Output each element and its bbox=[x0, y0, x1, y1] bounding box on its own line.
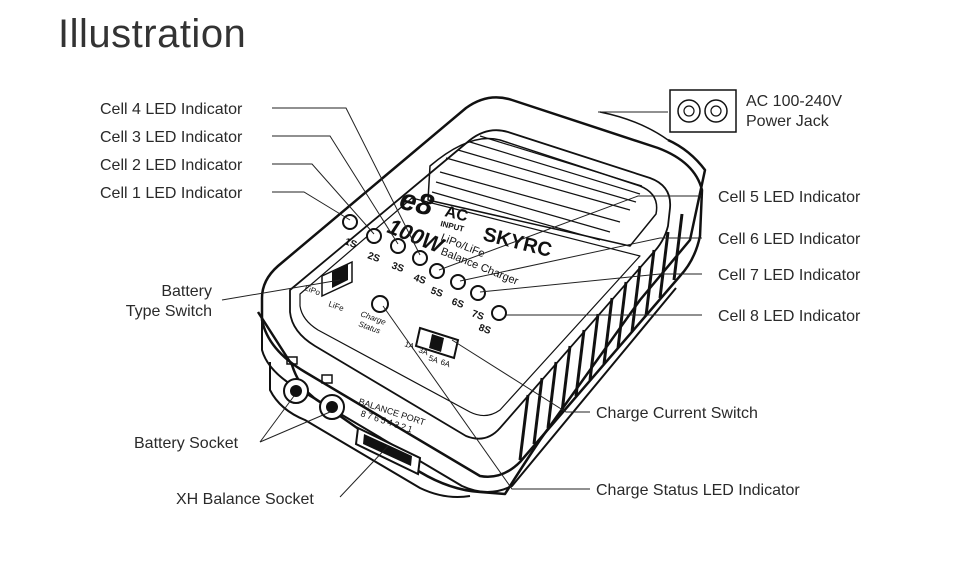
cell3-leader bbox=[272, 135, 399, 245]
ac-jack-pin2-outer bbox=[704, 99, 728, 123]
cell-label-1: 1S bbox=[343, 236, 359, 251]
label-cell3: Cell 3 LED Indicator bbox=[100, 129, 243, 146]
cell-label-8: 8S bbox=[477, 322, 493, 337]
ac-jack-pin1-outer bbox=[677, 99, 701, 123]
cell6-led bbox=[450, 274, 466, 290]
cell2-leader bbox=[272, 163, 375, 235]
label-battery-type-line2: Type Switch bbox=[126, 303, 212, 320]
xh-balance-leader bbox=[339, 445, 389, 498]
current-label-5a: 5A bbox=[427, 353, 440, 365]
cell4-led bbox=[412, 250, 428, 266]
cell-label-6: 6S bbox=[450, 296, 466, 311]
leader-lines bbox=[221, 107, 702, 498]
cell8-led bbox=[491, 305, 507, 321]
life-text: LiFe bbox=[327, 299, 345, 313]
battery-socket-leader-b bbox=[259, 411, 331, 443]
cell1-leader bbox=[272, 191, 351, 221]
charge-current-leader bbox=[451, 339, 590, 413]
cell7-led bbox=[470, 285, 486, 301]
cell-label-7: 7S bbox=[470, 308, 486, 323]
battery-socket-neg-hole bbox=[290, 385, 302, 397]
label-battery-socket: Battery Socket bbox=[134, 435, 239, 452]
ac-power-jack-icon bbox=[669, 89, 737, 133]
battery-socket-leader-a bbox=[259, 395, 295, 443]
cell4-leader bbox=[272, 107, 421, 256]
ac-jack-pin2-inner bbox=[710, 105, 722, 117]
cell-label-5: 5S bbox=[429, 285, 445, 300]
plus-marker bbox=[321, 374, 333, 384]
battery-type-switch bbox=[321, 260, 353, 298]
label-ac-line2: Power Jack bbox=[746, 113, 830, 130]
battery-socket-group bbox=[283, 356, 345, 420]
label-cell5: Cell 5 LED Indicator bbox=[718, 189, 861, 206]
page-title: Illustration bbox=[58, 12, 247, 56]
label-cell8: Cell 8 LED Indicator bbox=[718, 308, 861, 325]
charge-status-leader bbox=[382, 305, 590, 490]
current-label-3a: 3A bbox=[417, 345, 430, 357]
label-charge-current: Charge Current Switch bbox=[596, 405, 758, 422]
ac-jack-frame bbox=[669, 89, 737, 133]
minus-marker bbox=[286, 356, 298, 365]
label-battery-type-line1: Battery bbox=[161, 283, 212, 300]
battery-socket-pos-hole bbox=[326, 401, 338, 413]
label-cell1: Cell 1 LED Indicator bbox=[100, 185, 243, 202]
label-cell4: Cell 4 LED Indicator bbox=[100, 101, 243, 118]
label-cell7: Cell 7 LED Indicator bbox=[718, 267, 861, 284]
cell1-led bbox=[342, 214, 358, 230]
model-text: e8 bbox=[396, 183, 437, 223]
battery-type-leader bbox=[221, 279, 341, 301]
callout-labels: Cell 4 LED Indicator Cell 3 LED Indicato… bbox=[100, 93, 861, 508]
xh-balance-socket bbox=[354, 426, 422, 476]
cell7-leader bbox=[479, 273, 702, 293]
cell5-leader bbox=[438, 195, 702, 271]
cell2-led bbox=[366, 228, 382, 244]
label-cell6: Cell 6 LED Indicator bbox=[718, 231, 861, 248]
cell-label-4: 4S bbox=[412, 272, 428, 287]
label-xh-balance: XH Balance Socket bbox=[176, 491, 314, 508]
cell6-leader bbox=[459, 237, 702, 282]
cell3-led bbox=[390, 238, 406, 254]
brand-text: SKYRC bbox=[481, 224, 554, 262]
cell5-led bbox=[429, 263, 445, 279]
led-indicators bbox=[342, 214, 507, 321]
label-cell2: Cell 2 LED Indicator bbox=[100, 157, 243, 174]
current-label-6a: 6A bbox=[439, 357, 452, 369]
ac-badge-text: AC bbox=[443, 203, 470, 225]
charge-current-switch bbox=[414, 326, 460, 360]
label-ac-line1: AC 100-240V bbox=[746, 93, 842, 110]
cell-label-3: 3S bbox=[390, 260, 406, 275]
cell-label-2: 2S bbox=[366, 250, 382, 265]
ac-jack-pin1-inner bbox=[683, 105, 695, 117]
label-charge-status: Charge Status LED Indicator bbox=[596, 482, 800, 499]
